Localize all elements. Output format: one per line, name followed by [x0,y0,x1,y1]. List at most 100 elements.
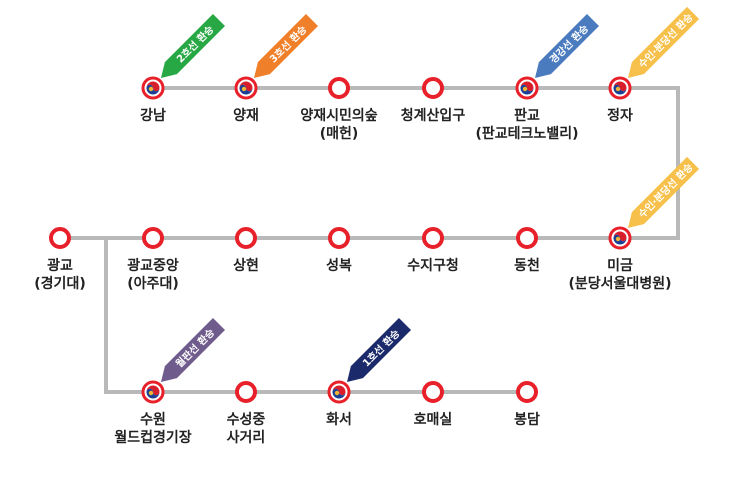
tag-arrow [161,14,225,78]
transfer-symbol-dot [148,390,154,396]
station-ring [516,381,538,403]
station-ring [422,77,444,99]
station-yangjae[interactable] [234,76,258,100]
transfer-symbol-dot [148,86,154,92]
transfer-symbol-red [613,81,627,92]
label-bongdam: 봉담 [514,411,540,428]
station-ring [328,227,350,249]
station-ring [516,227,538,249]
station-gangnam[interactable] [141,76,165,100]
label-migeum: 미금(분당서울대병원) [569,258,672,292]
station-name-sub: (아주대) [127,275,178,292]
station-name: 수원 [140,412,166,428]
station-name: 봉담 [514,411,540,428]
station-name: 양재시민의숲 [300,107,377,124]
station-name: 광교 [47,257,73,274]
station-name-sub: (분당서울대병원) [569,275,672,292]
station-name: 화서 [326,412,352,428]
label-homaesil: 호매실 [414,412,453,428]
station-name: 동천 [514,258,540,274]
station-ring [235,381,257,403]
station-gwanggyo[interactable] [49,227,71,249]
station-ring [328,77,350,99]
station-name: 미금 [607,258,633,274]
station-name: 정자 [607,107,633,124]
transfer-symbol-red [613,231,627,242]
station-ring [235,227,257,249]
track-main [60,86,680,240]
label-yangjae-citizens-forest: 양재시민의숲 (매헌) [300,107,377,142]
station-suseongjung[interactable] [235,381,257,403]
station-ring [142,227,164,249]
station-pangyo[interactable] [515,76,539,100]
tag-label: 경강선 환승 [547,22,591,66]
transfer-symbol-red [520,81,534,92]
transfer-tag-wolpan: 월판선 환승 [161,318,225,382]
transfer-tag-gyeonggang: 경강선 환승 [535,14,599,78]
station-sanghyeon[interactable] [235,227,257,249]
station-gwanggyo-jungang[interactable] [142,227,164,249]
stations [49,76,632,404]
transfer-tag-line1: 1호선 환승 [347,318,411,382]
transfer-symbol-red [332,385,346,396]
station-name: 청계산입구 [401,107,466,124]
label-dongcheon: 동천 [514,258,540,274]
tag-arrow [628,6,700,78]
tag-label: 수인·분당선 환승 [636,161,696,221]
tag-arrow [347,318,411,382]
tag-label: 1호선 환승 [360,327,403,370]
station-jeongja[interactable] [608,76,632,100]
station-name-sub: (매헌) [320,126,359,142]
tag-label: 2호선 환승 [174,23,217,66]
tag-arrow [535,14,599,78]
station-name: 성복 [326,258,352,274]
station-name: 수지구청 [407,258,459,274]
station-yangjae-citizens-forest[interactable] [328,77,350,99]
tag-label: 수인·분당선 환승 [636,11,696,71]
transfer-symbol-dot [241,86,247,92]
tag-label: 월판선 환승 [173,326,217,370]
label-cheonggyesan: 청계산입구 [401,107,466,124]
label-suji-office: 수지구청 [407,258,459,274]
tag-label: 3호선 환승 [267,23,310,66]
tag-arrow [628,156,700,228]
label-seongbok: 성복 [326,258,352,274]
label-gwanggyo-jungang: 광교중앙(아주대) [127,257,179,292]
station-labels: 강남 양재 양재시민의숲 (매헌) 청계산입구 판교(판교테크노밸리) 정자미금(분당서울대… [34,107,671,446]
station-name: 판교 [514,108,540,124]
transfer-symbol-dot [615,236,621,242]
station-cheonggyesan[interactable] [422,77,444,99]
station-name: 광교중앙 [127,257,179,274]
station-name-sub: 사거리 [227,430,266,446]
station-seongbok[interactable] [328,227,350,249]
tag-arrow [161,318,225,382]
transfer-symbol-red [146,81,160,92]
label-jeongja: 정자 [607,107,633,124]
station-ring [422,381,444,403]
station-migeum[interactable] [608,226,632,250]
station-dongcheon[interactable] [516,227,538,249]
transfer-symbol-red [146,385,160,396]
label-sanghyeon: 상현 [233,258,259,274]
station-name-sub: (판교테크노밸리) [476,125,579,142]
station-suwon-worldcup[interactable] [141,380,165,404]
label-gangnam: 강남 [140,107,166,124]
station-ring [49,227,71,249]
transfer-tag-line2: 2호선 환승 [161,14,225,78]
station-name: 수성중 [227,412,266,428]
station-name: 양재 [233,108,259,124]
station-suji-office[interactable] [422,227,444,249]
station-bongdam[interactable] [516,381,538,403]
station-name: 상현 [233,258,259,274]
label-gwanggyo: 광교(경기대) [34,257,85,292]
station-name-sub: 월드컵경기장 [114,429,191,446]
station-homaesil[interactable] [422,381,444,403]
track-branch [104,238,527,394]
track-lines [60,86,680,394]
station-hwaseo[interactable] [327,380,351,404]
label-pangyo: 판교(판교테크노밸리) [476,108,579,142]
station-ring [422,227,444,249]
